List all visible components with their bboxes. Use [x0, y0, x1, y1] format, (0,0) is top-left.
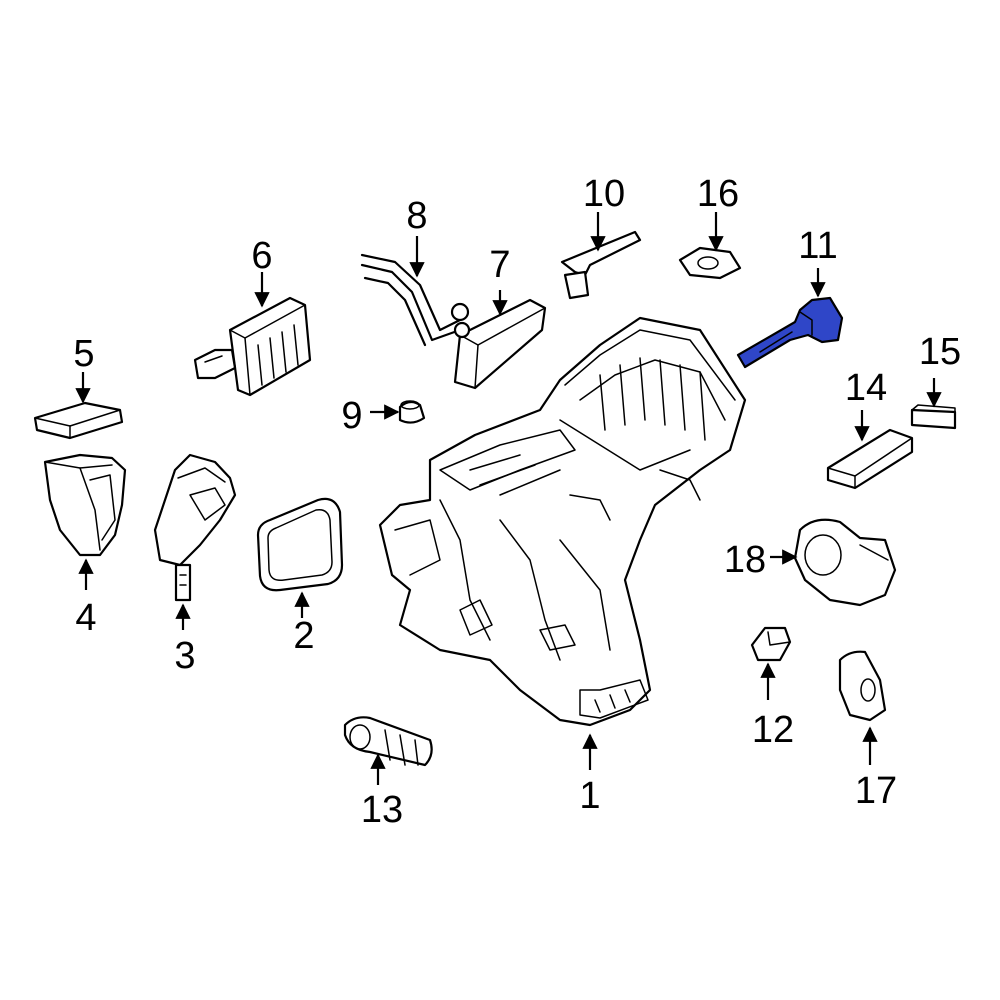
part-7-cabin-filter[interactable] [453, 298, 547, 390]
callout-11[interactable]: 11 [798, 225, 837, 267]
callout-16[interactable]: 16 [697, 173, 739, 215]
part-18-blower-housing[interactable] [793, 518, 897, 607]
part-2-gasket[interactable] [256, 497, 344, 592]
part-12-connector[interactable] [750, 626, 792, 662]
part-3-actuator[interactable] [153, 453, 237, 602]
callout-12[interactable]: 12 [752, 709, 794, 751]
callout-13[interactable]: 13 [361, 789, 403, 831]
part-16-clip[interactable] [678, 246, 742, 280]
callout-6[interactable]: 6 [251, 235, 272, 277]
callout-15[interactable]: 15 [919, 331, 961, 373]
part-5-filter[interactable] [33, 401, 124, 440]
callout-3[interactable]: 3 [174, 635, 195, 677]
part-8-tubes[interactable] [360, 253, 471, 347]
callout-labels: 1 2 3 4 5 6 7 8 9 10 11 12 13 14 15 16 1… [73, 173, 961, 831]
callout-10[interactable]: 10 [583, 173, 625, 215]
part-9-grommet[interactable] [398, 400, 426, 424]
callout-18[interactable]: 18 [724, 539, 766, 581]
callout-1[interactable]: 1 [579, 775, 600, 817]
leader-lines [75, 212, 942, 785]
callout-7[interactable]: 7 [489, 244, 510, 286]
part-13-sensor[interactable] [343, 716, 433, 767]
callout-4[interactable]: 4 [75, 597, 96, 639]
callout-9[interactable]: 9 [341, 395, 362, 437]
callout-8[interactable]: 8 [406, 195, 427, 237]
callout-5[interactable]: 5 [73, 333, 94, 375]
part-17-bracket[interactable] [838, 650, 887, 722]
part-1-hvac-housing[interactable] [378, 316, 747, 727]
callout-2[interactable]: 2 [293, 615, 314, 657]
callout-14[interactable]: 14 [845, 367, 887, 409]
part-10-sensor-probe[interactable] [560, 230, 642, 300]
part-11-highlighted-part[interactable] [736, 296, 844, 369]
part-15-block[interactable] [910, 404, 957, 430]
part-6-heater-core[interactable] [193, 296, 312, 397]
part-4-duct[interactable] [43, 453, 127, 557]
callout-17[interactable]: 17 [855, 770, 897, 812]
part-14-filter-pad[interactable] [826, 428, 914, 490]
